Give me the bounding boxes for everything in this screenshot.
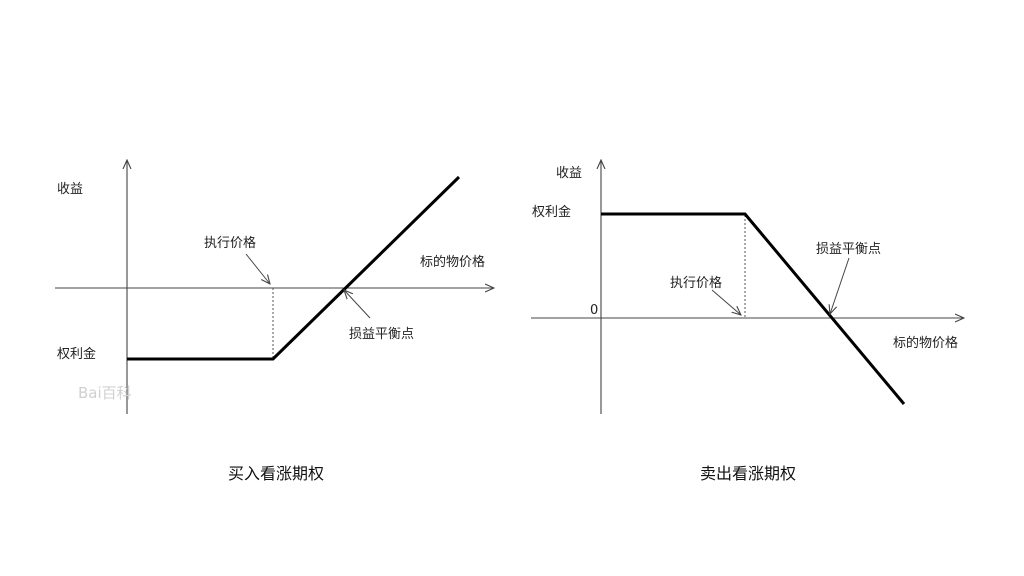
left-strike-label: 执行价格: [204, 235, 256, 251]
right-origin-label: 0: [590, 303, 598, 318]
left-strike-pointer: [245, 253, 270, 284]
left-x-axis-label: 标的物价格: [420, 254, 485, 270]
right-y-axis-label: 收益: [556, 166, 582, 181]
left-payoff-line: [127, 175, 461, 361]
right-x-axis-label: 标的物价格: [893, 335, 958, 351]
right-premium-label: 权利金: [532, 204, 571, 220]
right-strike-label: 执行价格: [670, 275, 722, 291]
right-breakeven-label: 损益平衡点: [816, 242, 881, 257]
left-breakeven-pointer: [344, 290, 371, 319]
right-caption: 卖出看涨期权: [700, 464, 796, 483]
left-premium-label: 权利金: [57, 346, 96, 362]
watermark-logo: Bai百科: [78, 384, 132, 402]
right-breakeven-pointer: [830, 257, 850, 314]
right-strike-pointer: [711, 289, 741, 315]
long-call-diagram: 收益 标的物价格 执行价格 损益平衡点 权利金 Bai百科: [55, 160, 494, 414]
left-y-axis-label: 收益: [57, 182, 83, 197]
right-payoff-line: [601, 212, 906, 405]
short-call-diagram: 收益 权利金 0 执行价格 损益平衡点 标的物价格: [531, 160, 964, 414]
left-breakeven-label: 损益平衡点: [349, 327, 414, 342]
left-caption: 买入看涨期权: [228, 464, 324, 483]
